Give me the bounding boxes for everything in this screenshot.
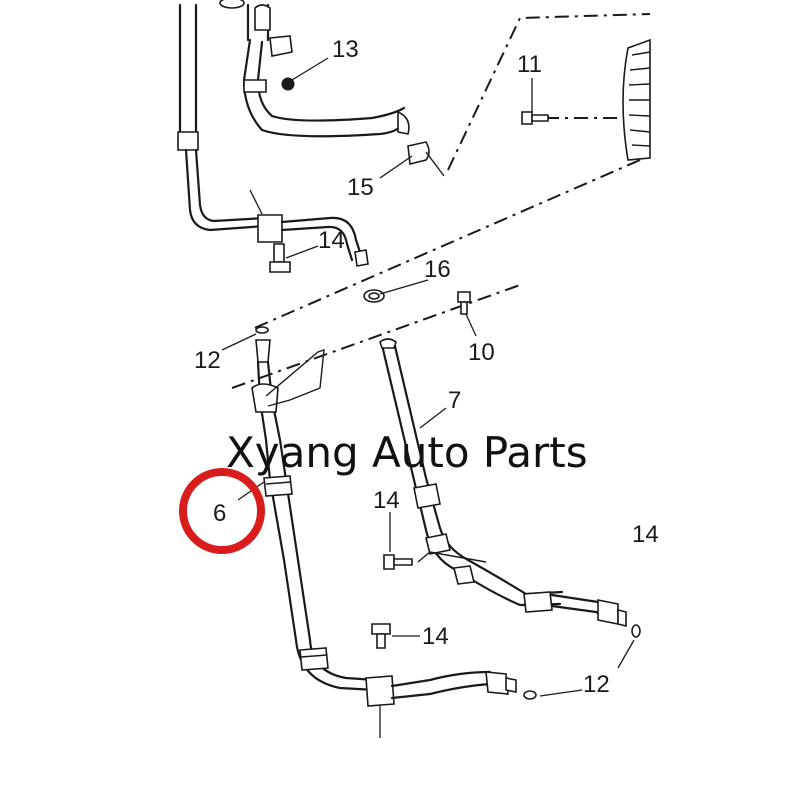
clip-16 — [363, 289, 385, 303]
bolt-11 — [521, 111, 549, 125]
callout-12-left: 12 — [194, 347, 221, 374]
callout-labels: 13 11 15 14 16 12 10 7 14 14 14 12 6 — [194, 36, 659, 698]
callout-16: 16 — [424, 256, 451, 283]
callout-13: 13 — [332, 36, 359, 63]
leader-lines — [221, 57, 635, 697]
o-ring-12-right — [523, 624, 641, 700]
callout-14-top: 14 — [318, 227, 345, 254]
callout-15: 15 — [347, 174, 374, 201]
boundary-lines — [231, 13, 651, 389]
callout-14-bottom: 14 — [422, 623, 449, 650]
callout-12-right: 12 — [583, 671, 610, 698]
callout-6: 6 — [213, 500, 226, 527]
bolt-10 — [457, 291, 471, 315]
callout-10: 10 — [468, 339, 495, 366]
callout-7: 7 — [448, 387, 461, 414]
callout-14-middle: 14 — [373, 487, 400, 514]
upper-left-hose-assembly — [177, 3, 369, 273]
compressor-pulley — [622, 38, 651, 161]
o-ring-12-left — [255, 326, 269, 334]
hose-7 — [379, 338, 627, 628]
highlight-circle — [179, 468, 265, 554]
upper-center-hose — [219, 0, 445, 177]
watermark-text: Xyang Auto Parts — [226, 428, 588, 477]
callout-14-edge: 14 — [632, 521, 659, 548]
hose-6 — [251, 339, 517, 738]
callout-11: 11 — [517, 51, 542, 78]
